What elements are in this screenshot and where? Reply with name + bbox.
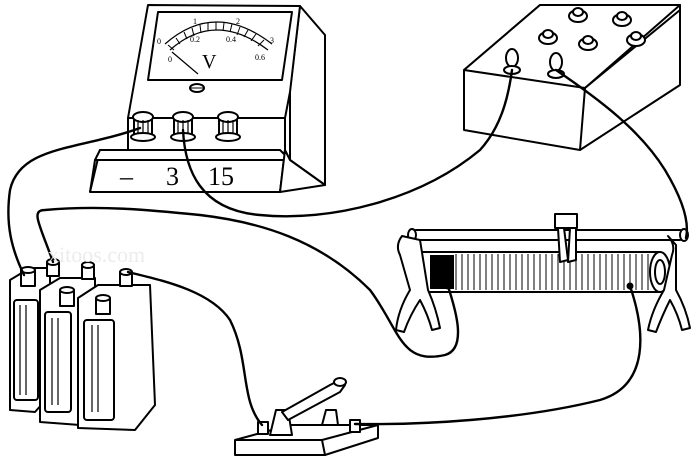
rheostat-stand-right xyxy=(647,235,691,333)
watermark: xitoos.com xyxy=(48,242,145,267)
rheostat xyxy=(395,213,691,333)
wire-switch-rheostat xyxy=(353,284,642,426)
rheostat-rod xyxy=(411,229,685,241)
switch-terminal-right xyxy=(349,419,361,433)
switch-contact xyxy=(321,409,339,426)
wire-battery-switch xyxy=(126,270,264,427)
rheostat-stand-left xyxy=(395,235,441,333)
scale-bottom-1: 0.2 xyxy=(190,35,200,44)
dial-arc-inner xyxy=(169,29,269,51)
scale-top-3: 3 xyxy=(270,36,274,45)
dial-window xyxy=(147,11,293,81)
scale-bottom-2: 0.4 xyxy=(226,35,236,44)
base-side xyxy=(279,149,326,193)
wires xyxy=(7,68,689,427)
wire-voltmeter-3-resbox xyxy=(181,68,514,218)
wire-voltmeter-neg-battery xyxy=(7,126,142,277)
switch-handle xyxy=(333,377,347,387)
rheostat-slider xyxy=(554,213,578,263)
terminal-15v xyxy=(215,111,241,142)
dial-ticks xyxy=(167,22,265,51)
label-15: 15 xyxy=(208,162,234,191)
scale-bottom-0: 0 xyxy=(168,55,172,64)
knife-switch xyxy=(234,377,379,456)
battery-cell-3 xyxy=(77,268,156,431)
unit-symbol: V xyxy=(202,51,217,73)
terminal-negative xyxy=(130,111,156,142)
scale-top-2: 2 xyxy=(236,17,240,26)
resistance-box-plugs xyxy=(538,7,646,51)
dial-arc-outer xyxy=(164,21,273,45)
scale-top-1: 1 xyxy=(193,17,197,26)
wire-resbox-rheostat xyxy=(554,68,689,240)
wire-battery-rheostat xyxy=(36,206,460,358)
resistance-box xyxy=(463,4,681,151)
scale-top-0: 0 xyxy=(157,37,161,46)
switch-terminal-left xyxy=(257,421,269,435)
voltmeter: 0 1 2 3 0 0.2 0.4 0.6 V xyxy=(89,4,326,193)
label-3: 3 xyxy=(166,162,179,191)
label-negative: – xyxy=(119,162,134,191)
scale-bottom-3: 0.6 xyxy=(255,53,265,62)
needle xyxy=(171,51,199,75)
base-top xyxy=(94,149,291,161)
battery-pack xyxy=(9,258,156,431)
